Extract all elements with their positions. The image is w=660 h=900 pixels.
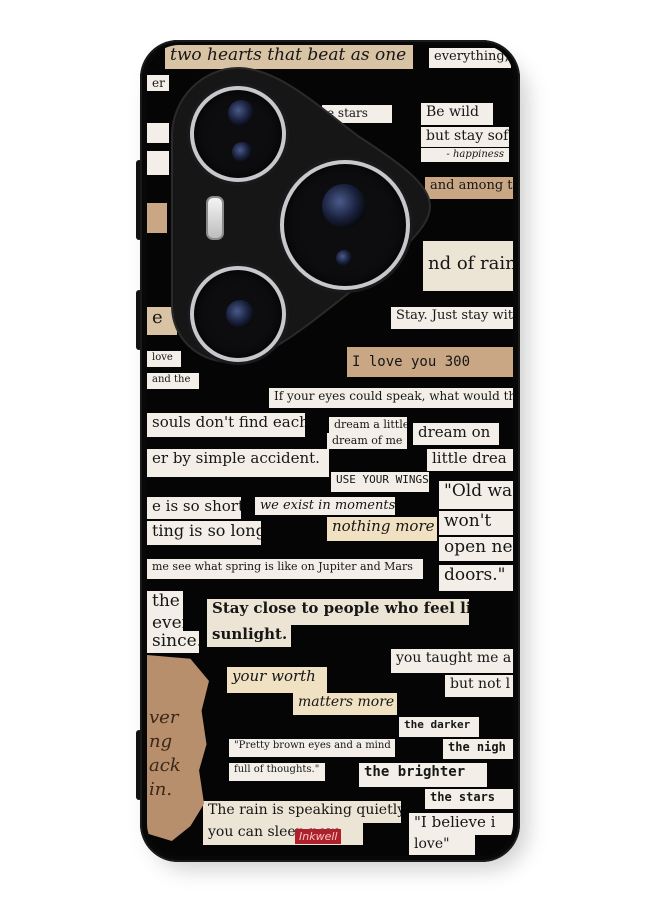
clipping: sunlight. xyxy=(207,625,291,647)
clipping: the brighter xyxy=(359,763,487,787)
flash-icon xyxy=(206,196,224,240)
clipping: The rain is speaking quietly, xyxy=(203,801,401,823)
torn-text: ack xyxy=(149,755,181,776)
clipping: ting is so long xyxy=(147,521,261,545)
clipping: the stars xyxy=(425,789,513,809)
clipping: USE YOUR WINGS xyxy=(331,472,429,492)
signature-stamp: Inkwell xyxy=(295,829,342,844)
clipping: souls don't find each xyxy=(147,413,305,437)
clipping: "I believe i xyxy=(409,813,513,835)
clipping xyxy=(147,151,169,175)
lens-glass xyxy=(336,250,352,266)
clipping: nothing more xyxy=(327,517,437,541)
clipping: dream on xyxy=(413,423,499,445)
clipping: matters more xyxy=(293,693,397,715)
clipping: I love you 300 xyxy=(347,347,513,377)
clipping: love xyxy=(147,351,181,367)
clipping: little drea xyxy=(427,449,513,471)
clipping: and among th xyxy=(425,177,513,199)
clipping xyxy=(147,123,169,143)
clipping: dream a little xyxy=(329,417,407,433)
clipping: we exist in moments, xyxy=(255,497,395,515)
clipping: "Pretty brown eyes and a mind xyxy=(229,739,395,757)
camera-lens-bottom xyxy=(190,266,286,362)
clipping: If your eyes could speak, what would the… xyxy=(269,388,513,408)
lens-glass xyxy=(228,100,254,126)
clipping: you taught me a xyxy=(391,649,513,673)
clipping: open ne xyxy=(439,537,513,561)
side-button xyxy=(136,160,142,240)
clipping: love" xyxy=(409,835,475,855)
clipping: dream of me xyxy=(327,433,407,449)
camera-lens-top xyxy=(190,86,286,182)
lens-glass xyxy=(322,184,366,228)
clipping: everything, xyxy=(429,48,511,68)
clipping: doors." xyxy=(439,565,513,591)
lens-glass xyxy=(226,300,254,328)
clipping: the xyxy=(147,591,183,613)
clipping: the darker xyxy=(399,717,479,737)
clipping: Be wild xyxy=(421,103,493,125)
camera-lens-main xyxy=(280,160,410,290)
side-button xyxy=(136,730,142,800)
clipping xyxy=(147,203,167,233)
clipping: nd of rain. xyxy=(423,241,513,291)
clipping: the nigh xyxy=(443,739,513,759)
clipping: e is so short xyxy=(147,497,241,519)
side-button xyxy=(136,290,142,350)
clipping: me see what spring is like on Jupiter an… xyxy=(147,559,423,579)
clipping: two hearts that beat as one xyxy=(165,45,413,69)
clipping: but not l xyxy=(445,675,513,697)
torn-text: ng xyxy=(149,731,173,752)
clipping: since. xyxy=(147,631,199,653)
torn-text: in. xyxy=(149,779,173,800)
clipping: e stars xyxy=(322,105,392,123)
clipping: "Old wa xyxy=(439,481,513,509)
clipping: full of thoughts." xyxy=(229,763,325,781)
clipping: er xyxy=(147,75,169,91)
torn-paper: ver ng ack in. xyxy=(147,655,209,841)
clipping: - happiness xyxy=(421,148,509,162)
clipping: and the xyxy=(147,373,199,389)
clipping: er by simple accident. xyxy=(147,449,329,477)
clipping: but stay soft. xyxy=(421,127,509,147)
clipping: ever xyxy=(147,613,183,633)
clipping: e xyxy=(147,307,177,335)
clipping: won't xyxy=(439,511,513,535)
clipping: Stay. Just stay with xyxy=(391,307,513,329)
torn-text: ver xyxy=(149,707,179,728)
phone-case: two hearts that beat as one everything, … xyxy=(140,40,520,862)
clipping: your worth xyxy=(227,667,327,693)
clipping: Stay close to people who feel like xyxy=(207,599,469,625)
camera-module xyxy=(168,66,438,366)
lens-glass xyxy=(232,142,252,162)
